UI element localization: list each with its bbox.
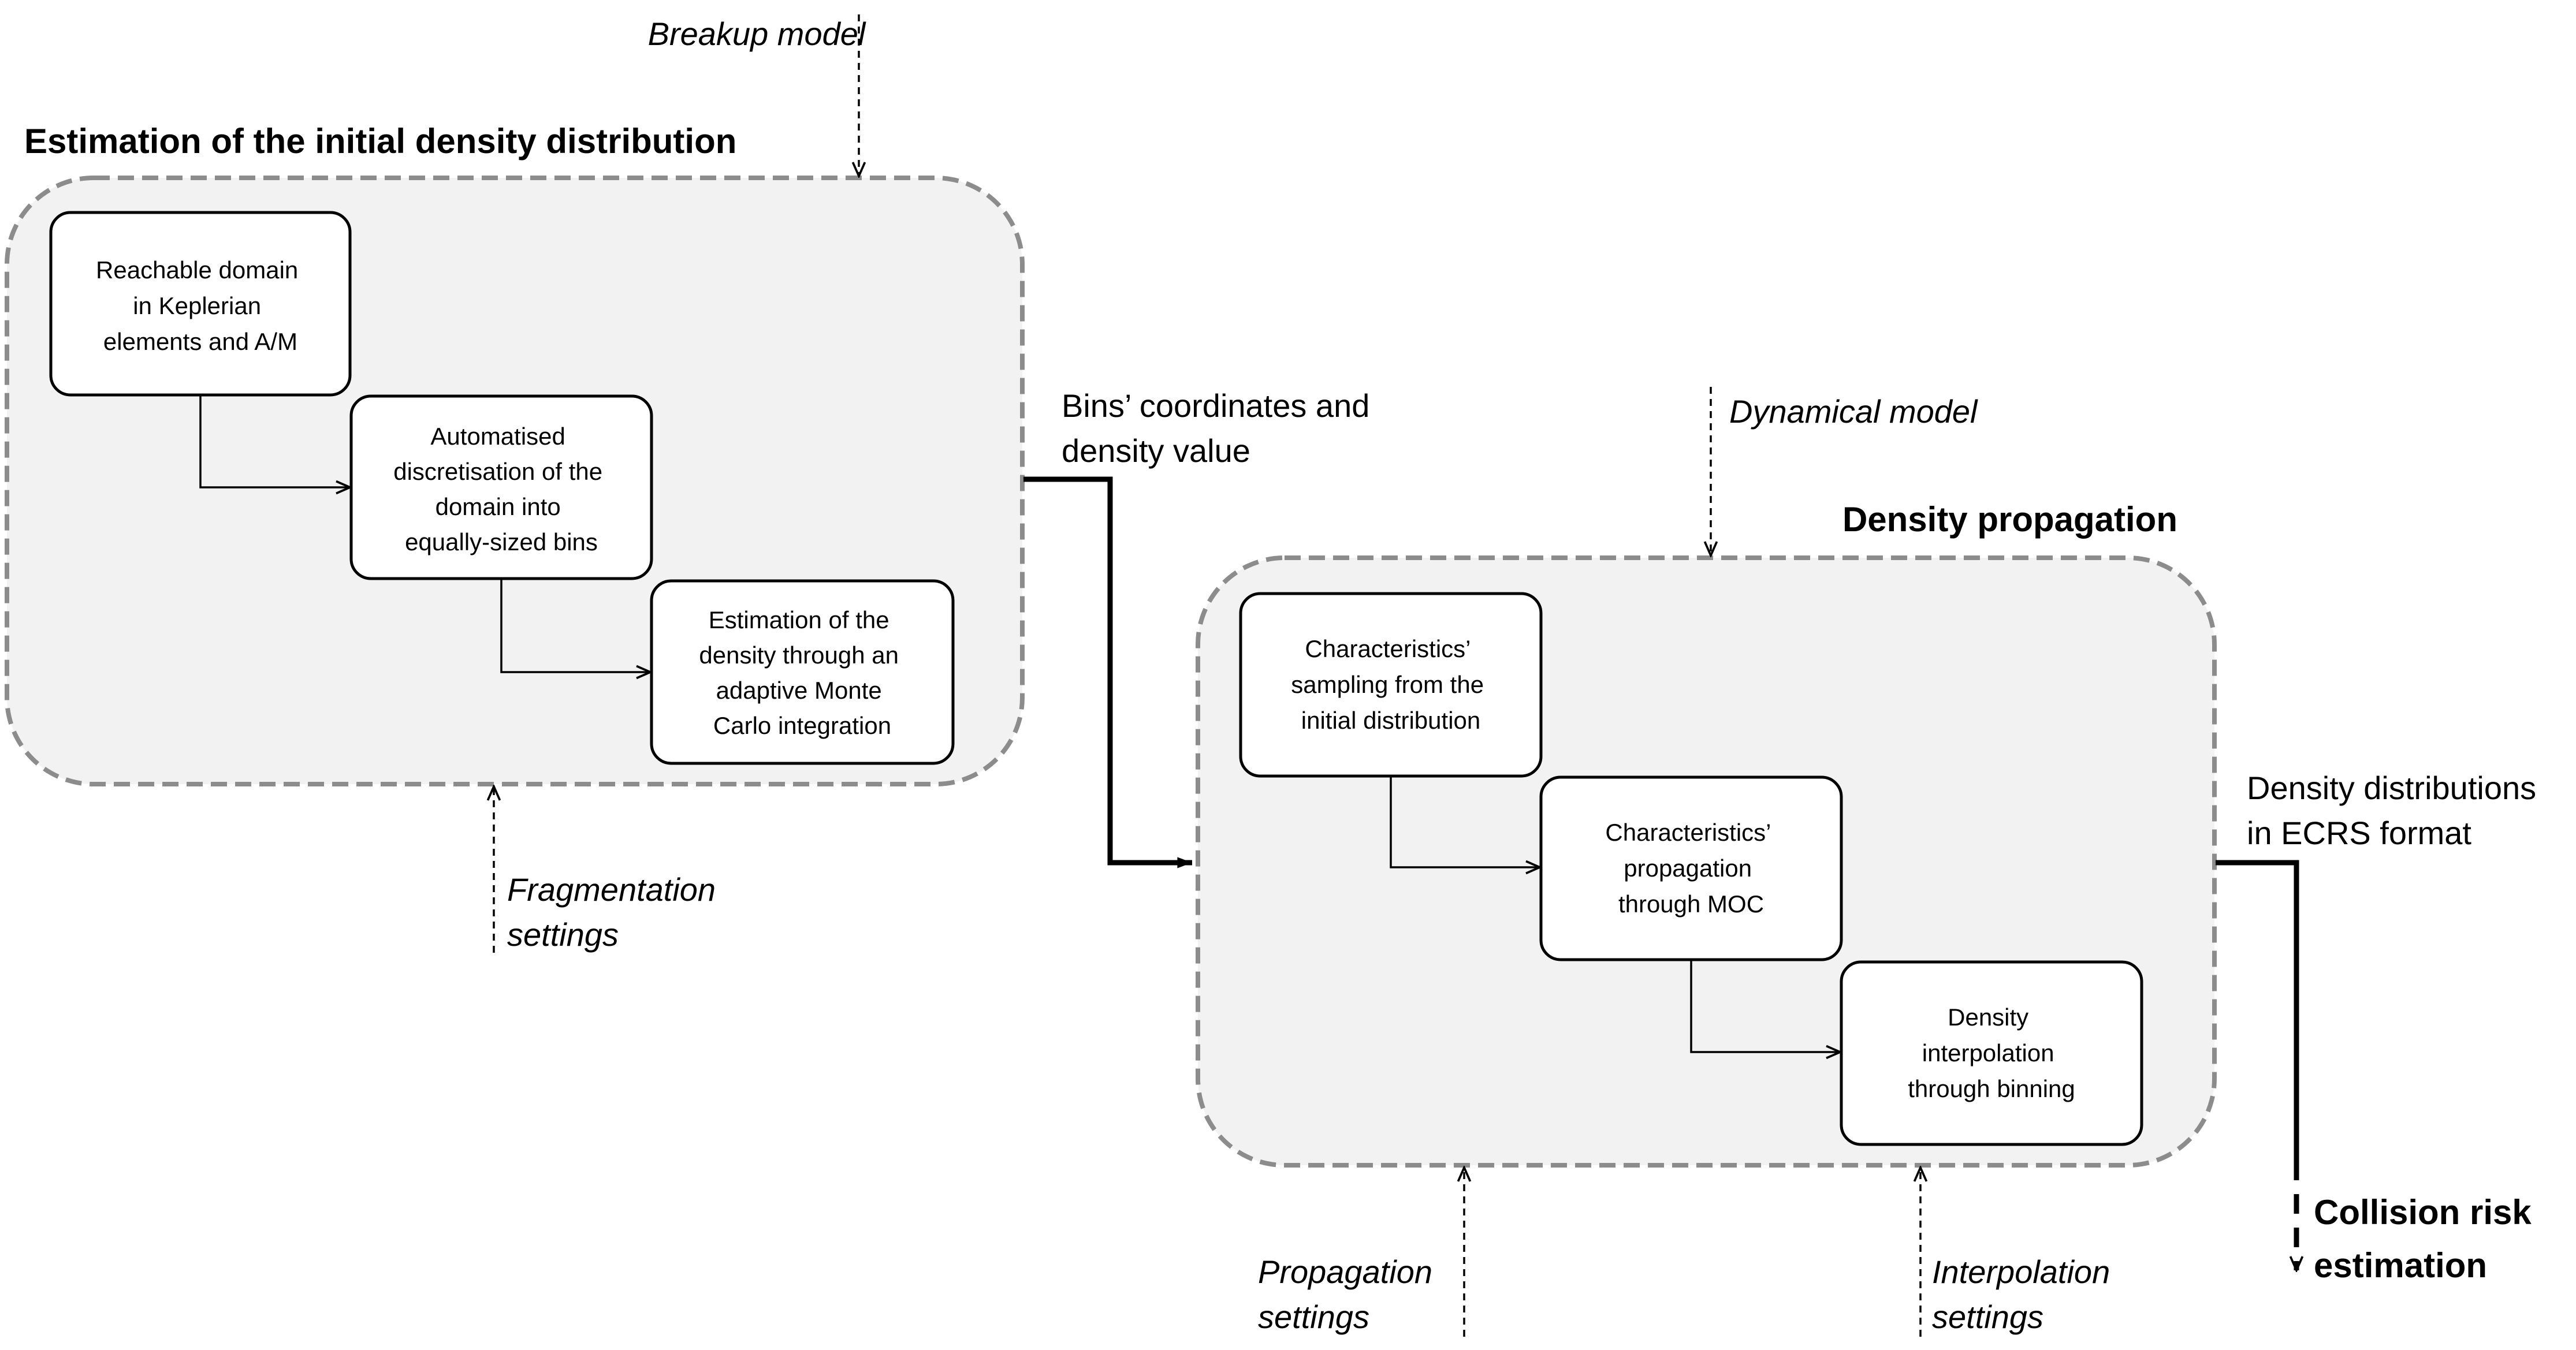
step-density-estimation-label: Estimation of the density through an ada… [699,606,905,739]
density-output-line [2216,860,2299,1161]
fragmentation-settings-label: Fragmentation settings [507,871,725,953]
connector-step4-to-step5 [1390,776,1540,867]
dynamical-model-label: Dynamical model [1729,393,1978,430]
estimation-group-title: Estimation of the initial density distri… [24,122,736,161]
step-characteristics-propagation-label: Characteristics’ propagation through MOC [1605,819,1777,918]
connector-step5-to-step6 [1690,960,1840,1052]
step-density-interpolation-label: Density interpolation through binning [1908,1004,2075,1102]
propagation-settings-label: Propagation settings [1258,1254,1442,1335]
breakup-model-label: Breakup model [648,16,866,52]
interpolation-settings-label: Interpolation settings [1932,1254,2119,1335]
connector-step1-to-step2 [199,395,350,487]
propagation-group-title: Density propagation [1842,500,2177,539]
bins-output-arrow [1023,476,1192,868]
step-characteristics-sampling-label: Characteristics’ sampling from the initi… [1291,635,1490,734]
step-reachable-domain-label: Reachable domain in Keplerian elements a… [96,256,305,355]
density-output-label: Density distributions in ECRS format [2247,770,2545,851]
step-automatised-discretisation-label: Automatised discretisation of the domain… [393,423,609,555]
collision-risk-label: Collision risk estimation [2314,1193,2541,1285]
bins-output-label: Bins’ coordinates and density value [1062,387,1379,469]
connector-step2-to-step3 [500,579,650,672]
